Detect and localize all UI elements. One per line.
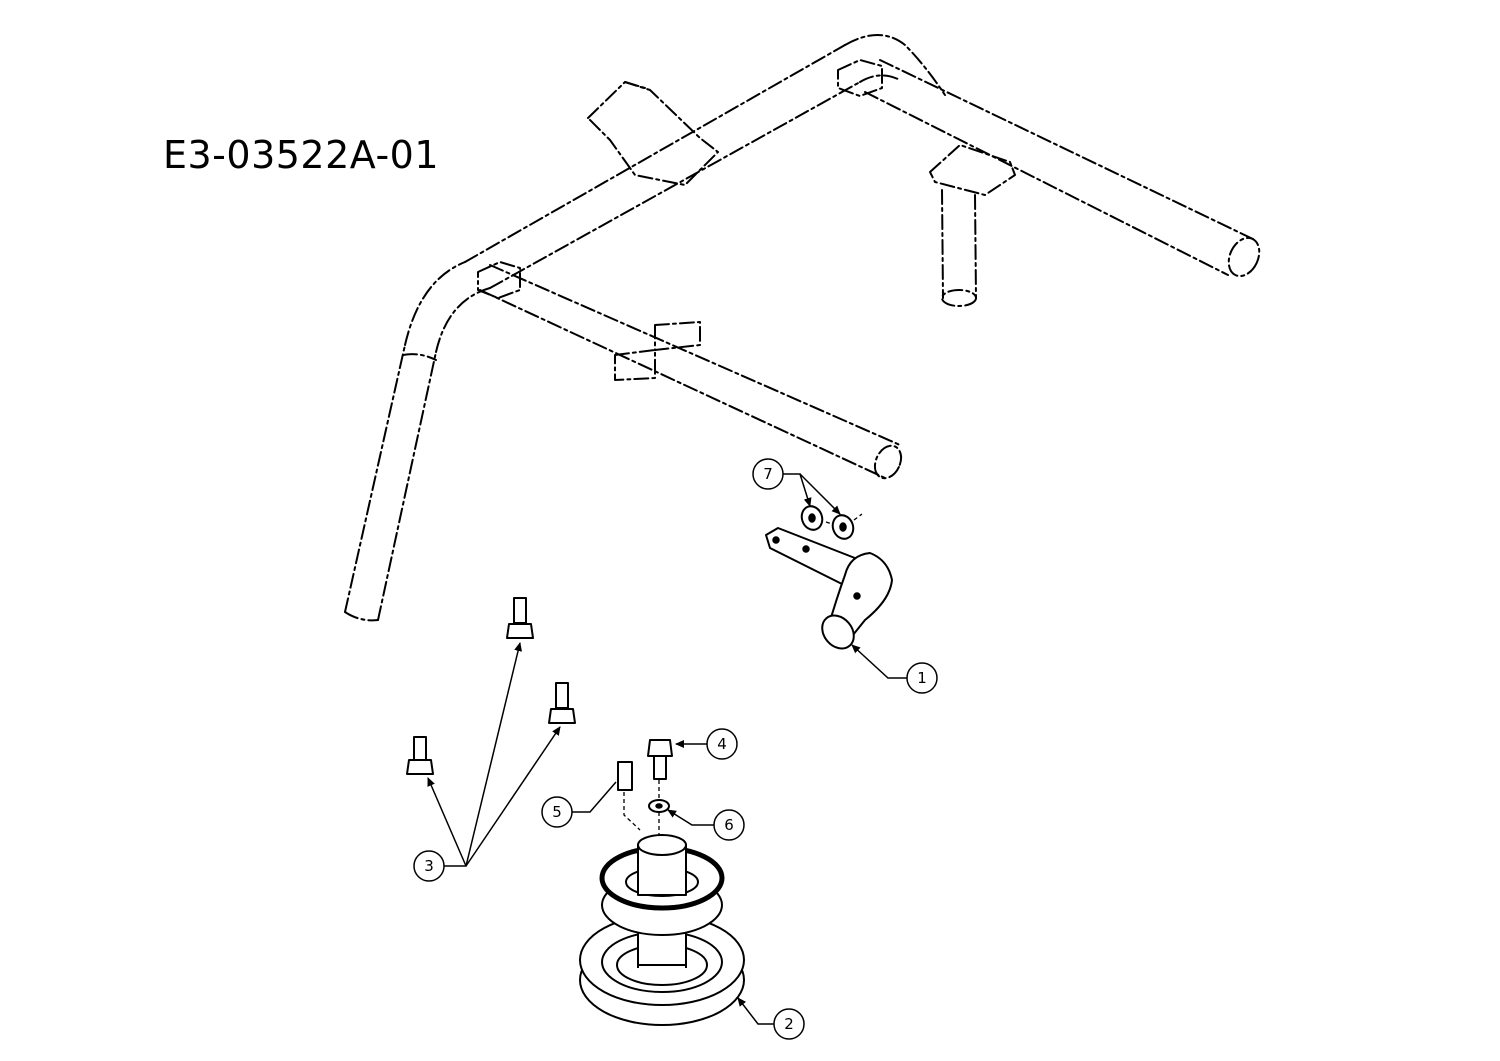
part-7-washers [800,505,863,540]
svg-text:3: 3 [424,857,434,875]
part-3-bolts [406,597,576,775]
svg-text:2: 2 [784,1015,794,1033]
svg-text:7: 7 [763,465,773,483]
callout-7: 7 [752,458,784,490]
drawing-id-label: E3-03522A-01 [163,133,440,177]
svg-text:6: 6 [724,816,734,834]
frame-assembly [344,34,1261,622]
part-1-bracket [765,527,893,650]
callout-3: 3 [413,850,445,882]
callout-1: 1 [906,662,938,694]
callout-5: 5 [541,796,573,828]
part-6-washer [648,799,670,813]
callout-6: 6 [713,809,745,841]
part-2-pulley [579,834,745,1026]
callout-4: 4 [706,728,738,760]
svg-text:5: 5 [552,803,562,821]
callout-2: 2 [773,1008,805,1040]
svg-text:4: 4 [717,735,727,753]
part-4-bolt [647,739,673,780]
part-5-key [617,761,633,791]
svg-text:1: 1 [917,669,927,687]
